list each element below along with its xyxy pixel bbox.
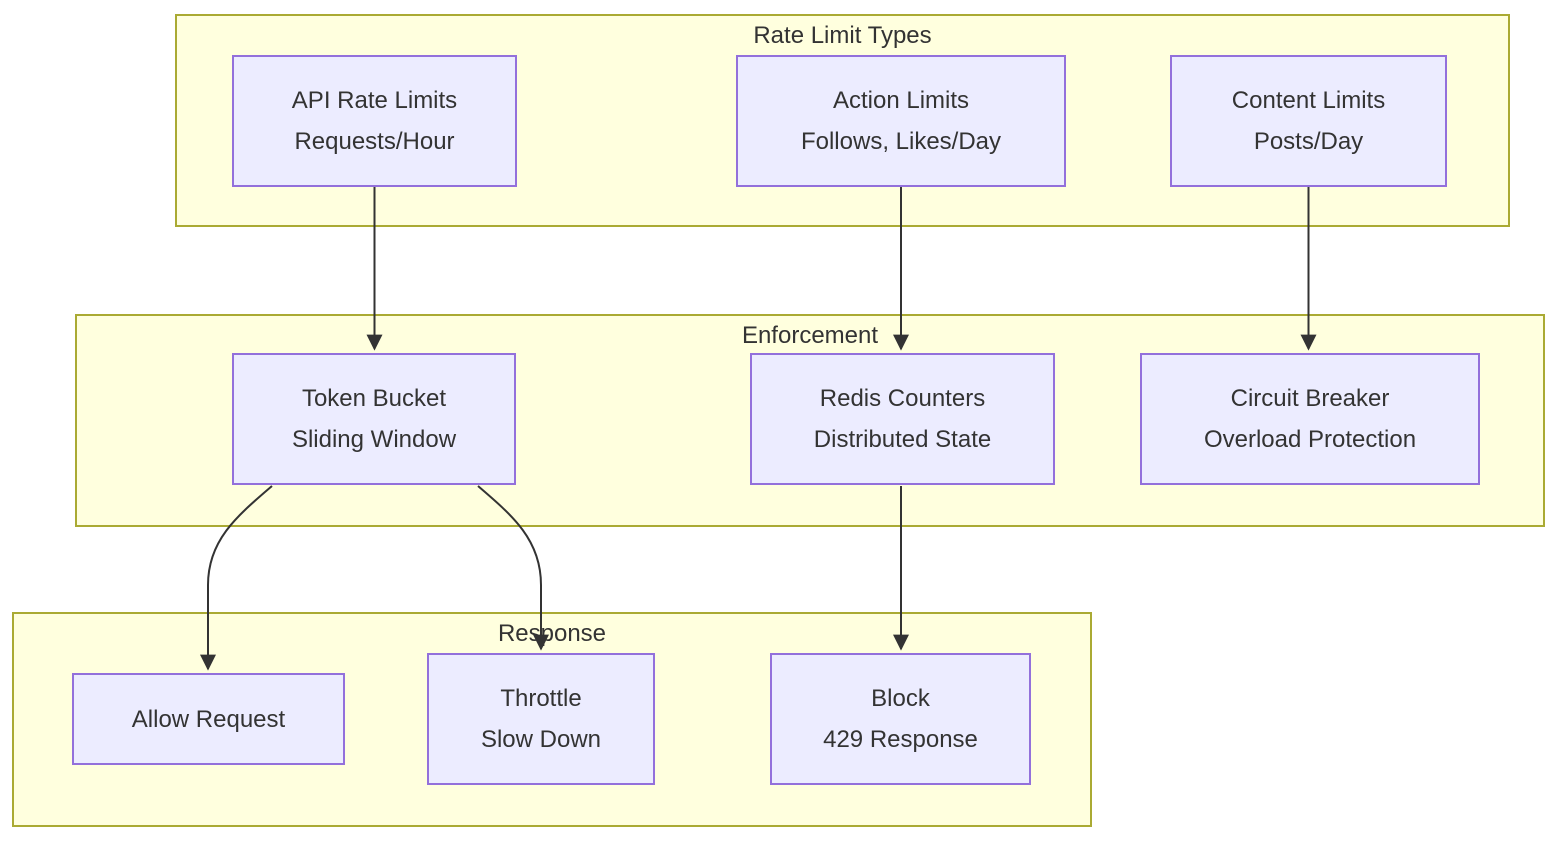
node-label-line: Action Limits	[832, 87, 970, 114]
node-label-line: Content Limits	[1231, 87, 1386, 114]
subgraph-title-response: Response	[497, 620, 607, 647]
node-redis-counters: Redis Counters Distributed State	[750, 353, 1055, 485]
node-label-line: Slow Down	[480, 726, 602, 753]
node-circuit-breaker: Circuit Breaker Overload Protection	[1140, 353, 1480, 485]
node-label-line: Follows, Likes/Day	[800, 128, 1002, 155]
node-block: Block 429 Response	[770, 653, 1031, 785]
node-label-line: API Rate Limits	[291, 87, 458, 114]
node-label-line: Posts/Day	[1253, 128, 1364, 155]
node-label-line: Distributed State	[813, 426, 992, 453]
node-throttle: Throttle Slow Down	[427, 653, 655, 785]
node-content-limits: Content Limits Posts/Day	[1170, 55, 1447, 187]
node-label-line: Throttle	[500, 685, 582, 712]
node-label-line: Redis Counters	[819, 385, 986, 412]
node-label-line: Block	[871, 685, 930, 712]
subgraph-title-rate-limit-types: Rate Limit Types	[753, 22, 932, 49]
node-api-rate-limits: API Rate Limits Requests/Hour	[232, 55, 517, 187]
node-label-line: Circuit Breaker	[1230, 385, 1390, 412]
node-label-line: Allow Request	[131, 705, 286, 733]
node-label-line: Overload Protection	[1203, 426, 1417, 453]
node-action-limits: Action Limits Follows, Likes/Day	[736, 55, 1066, 187]
node-token-bucket: Token Bucket Sliding Window	[232, 353, 516, 485]
node-allow-request: Allow Request	[72, 673, 345, 765]
node-label-line: Token Bucket	[301, 385, 447, 412]
subgraph-title-enforcement: Enforcement	[741, 322, 879, 349]
node-label-line: 429 Response	[823, 726, 978, 753]
node-label-line: Sliding Window	[291, 426, 457, 453]
node-label-line: Requests/Hour	[294, 128, 455, 155]
